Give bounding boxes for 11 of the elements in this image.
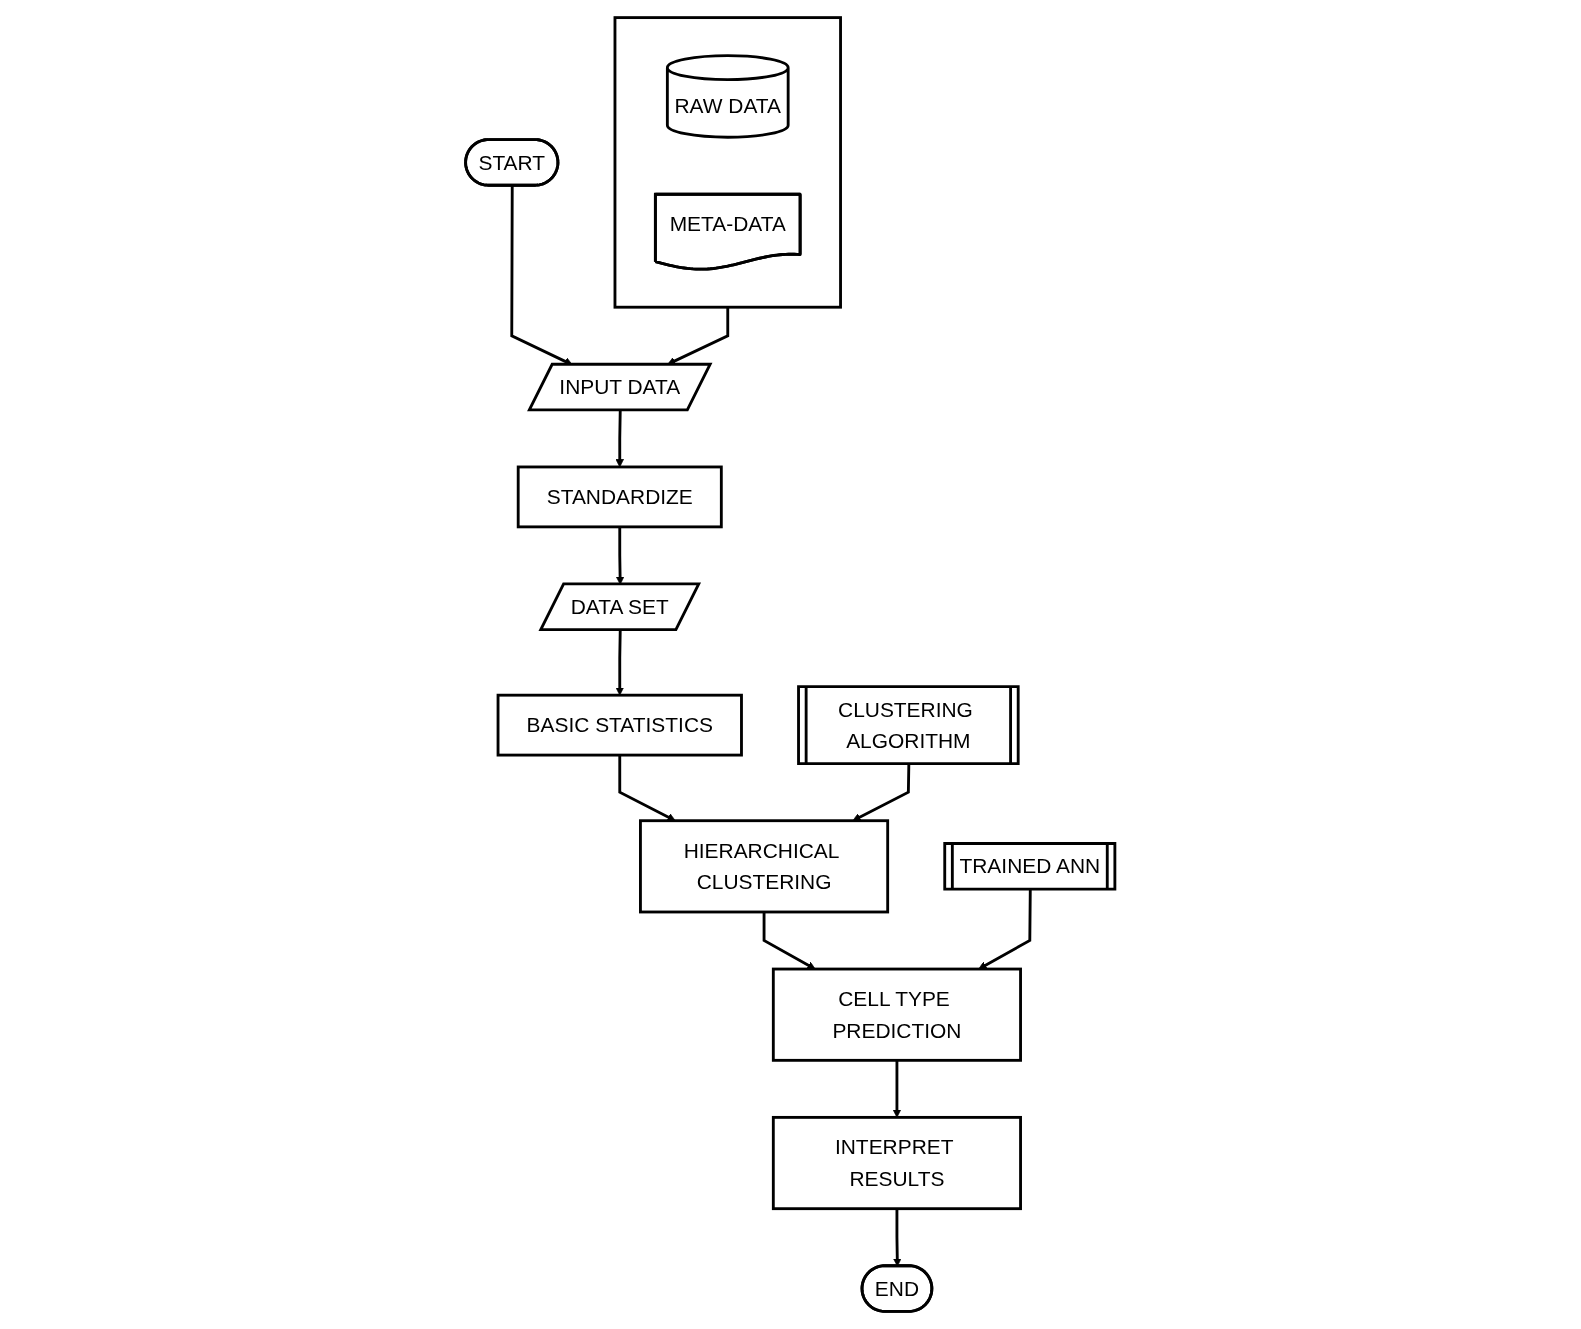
cluster <box>613 16 843 309</box>
node-box: CELL TYPE PREDICTION <box>772 967 1023 1062</box>
arrow <box>615 630 625 696</box>
arrow <box>893 1060 902 1118</box>
arrow <box>667 307 730 365</box>
arrow <box>762 912 816 970</box>
arrow <box>978 889 1032 970</box>
node-box: HIERARCHICAL CLUSTERING <box>639 819 890 914</box>
node-box: STANDARDIZE <box>517 465 723 529</box>
node-box: BASIC STATISTICS <box>496 693 744 757</box>
node-box: INTERPRET RESULTS <box>772 1115 1023 1211</box>
